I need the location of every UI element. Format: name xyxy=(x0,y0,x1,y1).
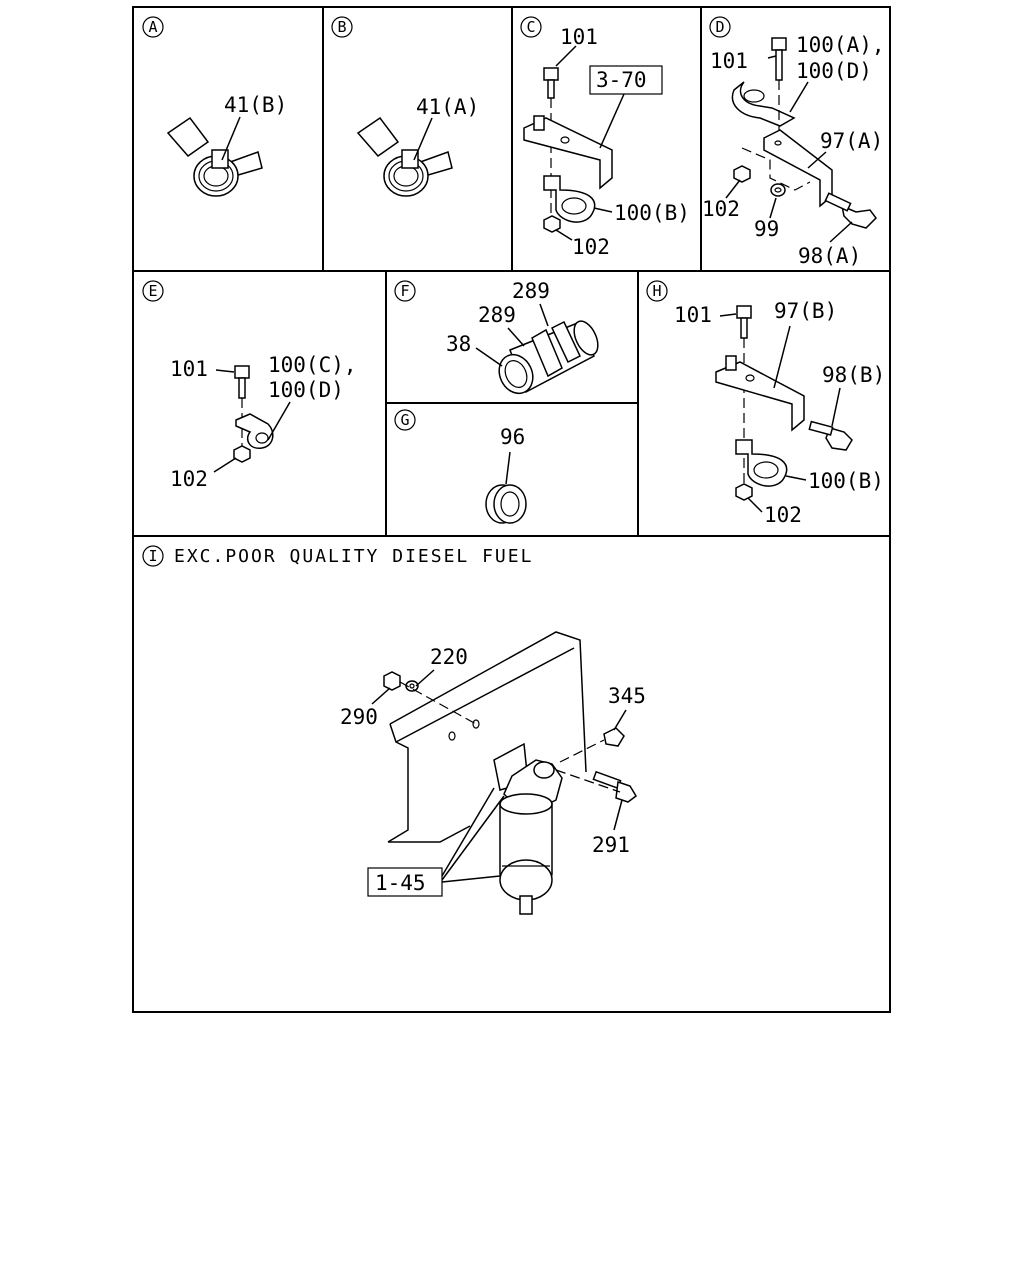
ref-1-45: 1-45 xyxy=(375,871,426,895)
label-101-c: 101 xyxy=(560,25,598,49)
panel-b-letter: B xyxy=(337,18,346,36)
label-101-h: 101 xyxy=(674,303,712,327)
bolt-101-h-icon xyxy=(736,305,752,339)
bolt-98b-icon xyxy=(808,420,853,451)
label-102-h: 102 xyxy=(764,503,802,527)
nut-102-e-icon xyxy=(233,445,251,463)
panel-f-letter: F xyxy=(400,282,409,300)
clip-100c-icon xyxy=(235,413,274,449)
diagram-frame xyxy=(132,6,891,1013)
label-41a: 41(A) xyxy=(416,95,479,119)
label-345: 345 xyxy=(608,684,646,708)
panel-d: D 101 100(A), 100(D) 97(A) xyxy=(702,16,885,268)
label-100b-c: 100(B) xyxy=(614,201,690,225)
label-101-e: 101 xyxy=(170,357,208,381)
grommet-96-icon xyxy=(485,484,527,524)
nut-102-d-icon xyxy=(733,165,751,183)
hose-38-icon xyxy=(498,320,599,395)
ref-3-70: 3-70 xyxy=(596,68,647,92)
label-100d-d: 100(D) xyxy=(796,59,872,83)
bolt-101-icon xyxy=(543,67,559,99)
panel-f: F 289 289 38 xyxy=(394,279,599,395)
panel-c-letter: C xyxy=(526,18,535,36)
washer-99-icon xyxy=(770,183,786,197)
label-96: 96 xyxy=(500,425,525,449)
bracket-3-70-icon xyxy=(523,115,613,190)
panel-a-letter: A xyxy=(148,18,157,36)
label-97b: 97(B) xyxy=(774,299,837,323)
panel-h-letter: H xyxy=(652,282,661,300)
panel-c: C 101 3-70 100(B) 102 xyxy=(520,16,690,259)
label-289-top: 289 xyxy=(512,279,550,303)
frame-rail-icon xyxy=(387,631,587,843)
label-41b: 41(B) xyxy=(224,93,287,117)
panel-e-letter: E xyxy=(148,282,157,300)
panel-a: A 41(B) xyxy=(142,16,287,197)
panel-i-caption: EXC.POOR QUALITY DIESEL FUEL xyxy=(174,546,533,567)
clip-100b-h-icon xyxy=(735,439,788,487)
bracket-97b-icon xyxy=(715,355,805,432)
bolt-291-icon xyxy=(592,770,637,803)
clip-100b-icon xyxy=(543,175,596,223)
panel-g-letter: G xyxy=(400,411,409,429)
clip-100a-icon xyxy=(731,81,796,127)
label-100d-e: 100(D) xyxy=(268,378,344,402)
label-290: 290 xyxy=(340,705,378,729)
bolt-101-d-icon xyxy=(771,37,787,81)
label-291: 291 xyxy=(592,833,630,857)
label-100c-e: 100(C), xyxy=(268,353,357,377)
panel-d-letter: D xyxy=(715,18,724,36)
label-101-d: 101 xyxy=(710,49,748,73)
label-97a: 97(A) xyxy=(820,129,883,153)
panel-i-letter: I xyxy=(148,547,157,565)
label-102-c: 102 xyxy=(572,235,610,259)
label-99: 99 xyxy=(754,217,779,241)
label-220: 220 xyxy=(430,645,468,669)
label-38: 38 xyxy=(446,332,471,356)
nut-102-icon xyxy=(543,215,561,233)
panel-e: E 101 100(C), 100(D) 102 xyxy=(142,280,357,491)
label-289-mid: 289 xyxy=(478,303,516,327)
plug-345-icon xyxy=(603,727,625,747)
hose-clamp-41a-icon xyxy=(356,116,453,197)
panel-b: B 41(A) xyxy=(331,16,479,197)
nut-290-icon xyxy=(383,671,401,691)
panel-i: I EXC.POOR QUALITY DIESEL FUEL xyxy=(142,545,646,915)
label-98a: 98(A) xyxy=(798,244,861,268)
label-100a-d: 100(A), xyxy=(796,33,885,57)
label-98b: 98(B) xyxy=(822,363,885,387)
fuel-filter-icon xyxy=(493,742,563,915)
label-102-d: 102 xyxy=(702,197,740,221)
label-100b-h: 100(B) xyxy=(808,469,884,493)
panel-h: H 101 97(B) 98(B) 100(B) 102 xyxy=(646,280,885,527)
nut-102-h-icon xyxy=(735,483,753,501)
panel-g: G 96 xyxy=(394,409,527,524)
label-102-e: 102 xyxy=(170,467,208,491)
hose-clamp-41b-icon xyxy=(166,116,263,197)
bolt-101-e-icon xyxy=(234,365,250,399)
